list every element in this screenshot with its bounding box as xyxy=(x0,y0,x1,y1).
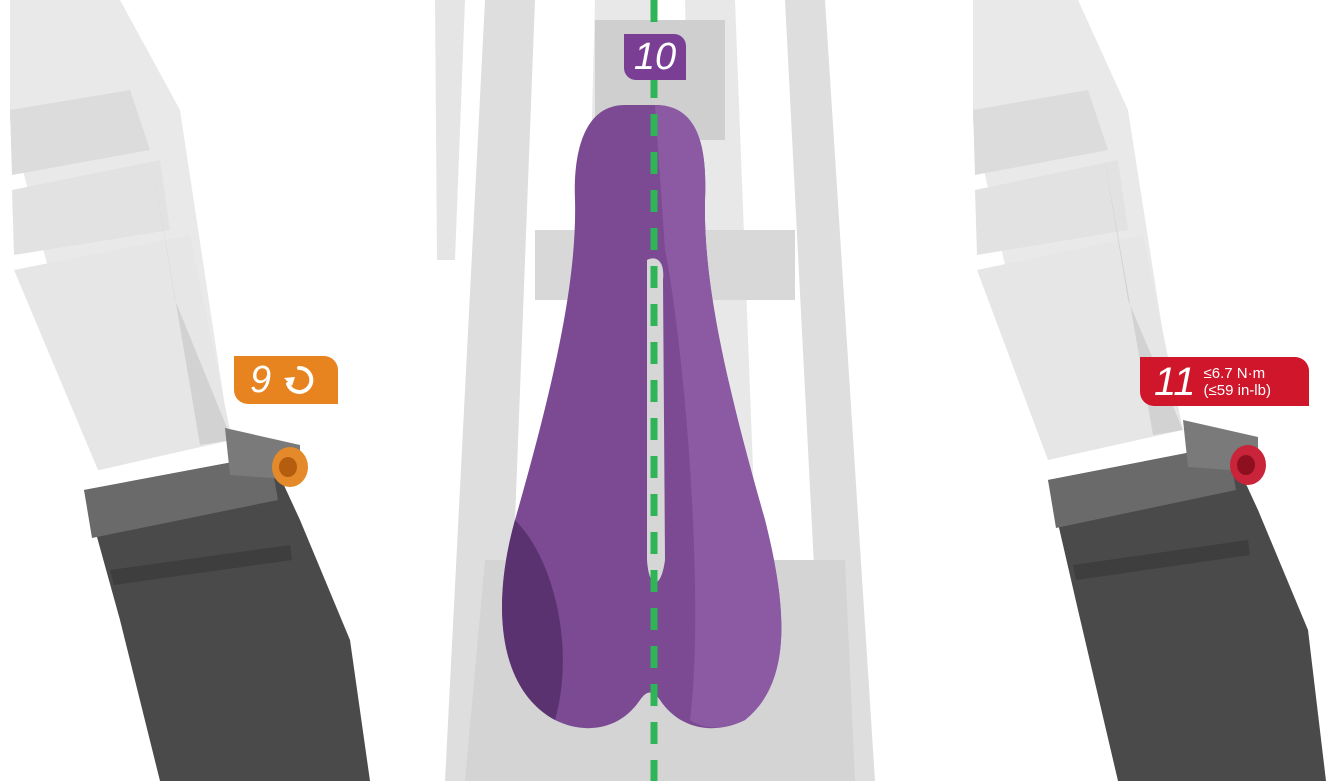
torque-spec: ≤6.7 N·m (≤59 in-lb) xyxy=(1204,365,1271,399)
rotate-loosen-icon xyxy=(283,364,315,396)
saddle-drawing xyxy=(425,0,895,781)
step-9-badge: 9 xyxy=(234,356,338,404)
step-11-number: 11 xyxy=(1154,362,1196,402)
step-11-badge: 11 ≤6.7 N·m (≤59 in-lb) xyxy=(1140,357,1309,406)
step-9-number: 9 xyxy=(250,361,271,399)
torque-nm: ≤6.7 N·m xyxy=(1204,365,1271,382)
step-10-number: 10 xyxy=(634,38,676,76)
saddle-alignment-illustration xyxy=(425,0,895,781)
step-10-badge: 10 xyxy=(624,34,686,80)
torque-inlb: (≤59 in-lb) xyxy=(1204,382,1271,399)
